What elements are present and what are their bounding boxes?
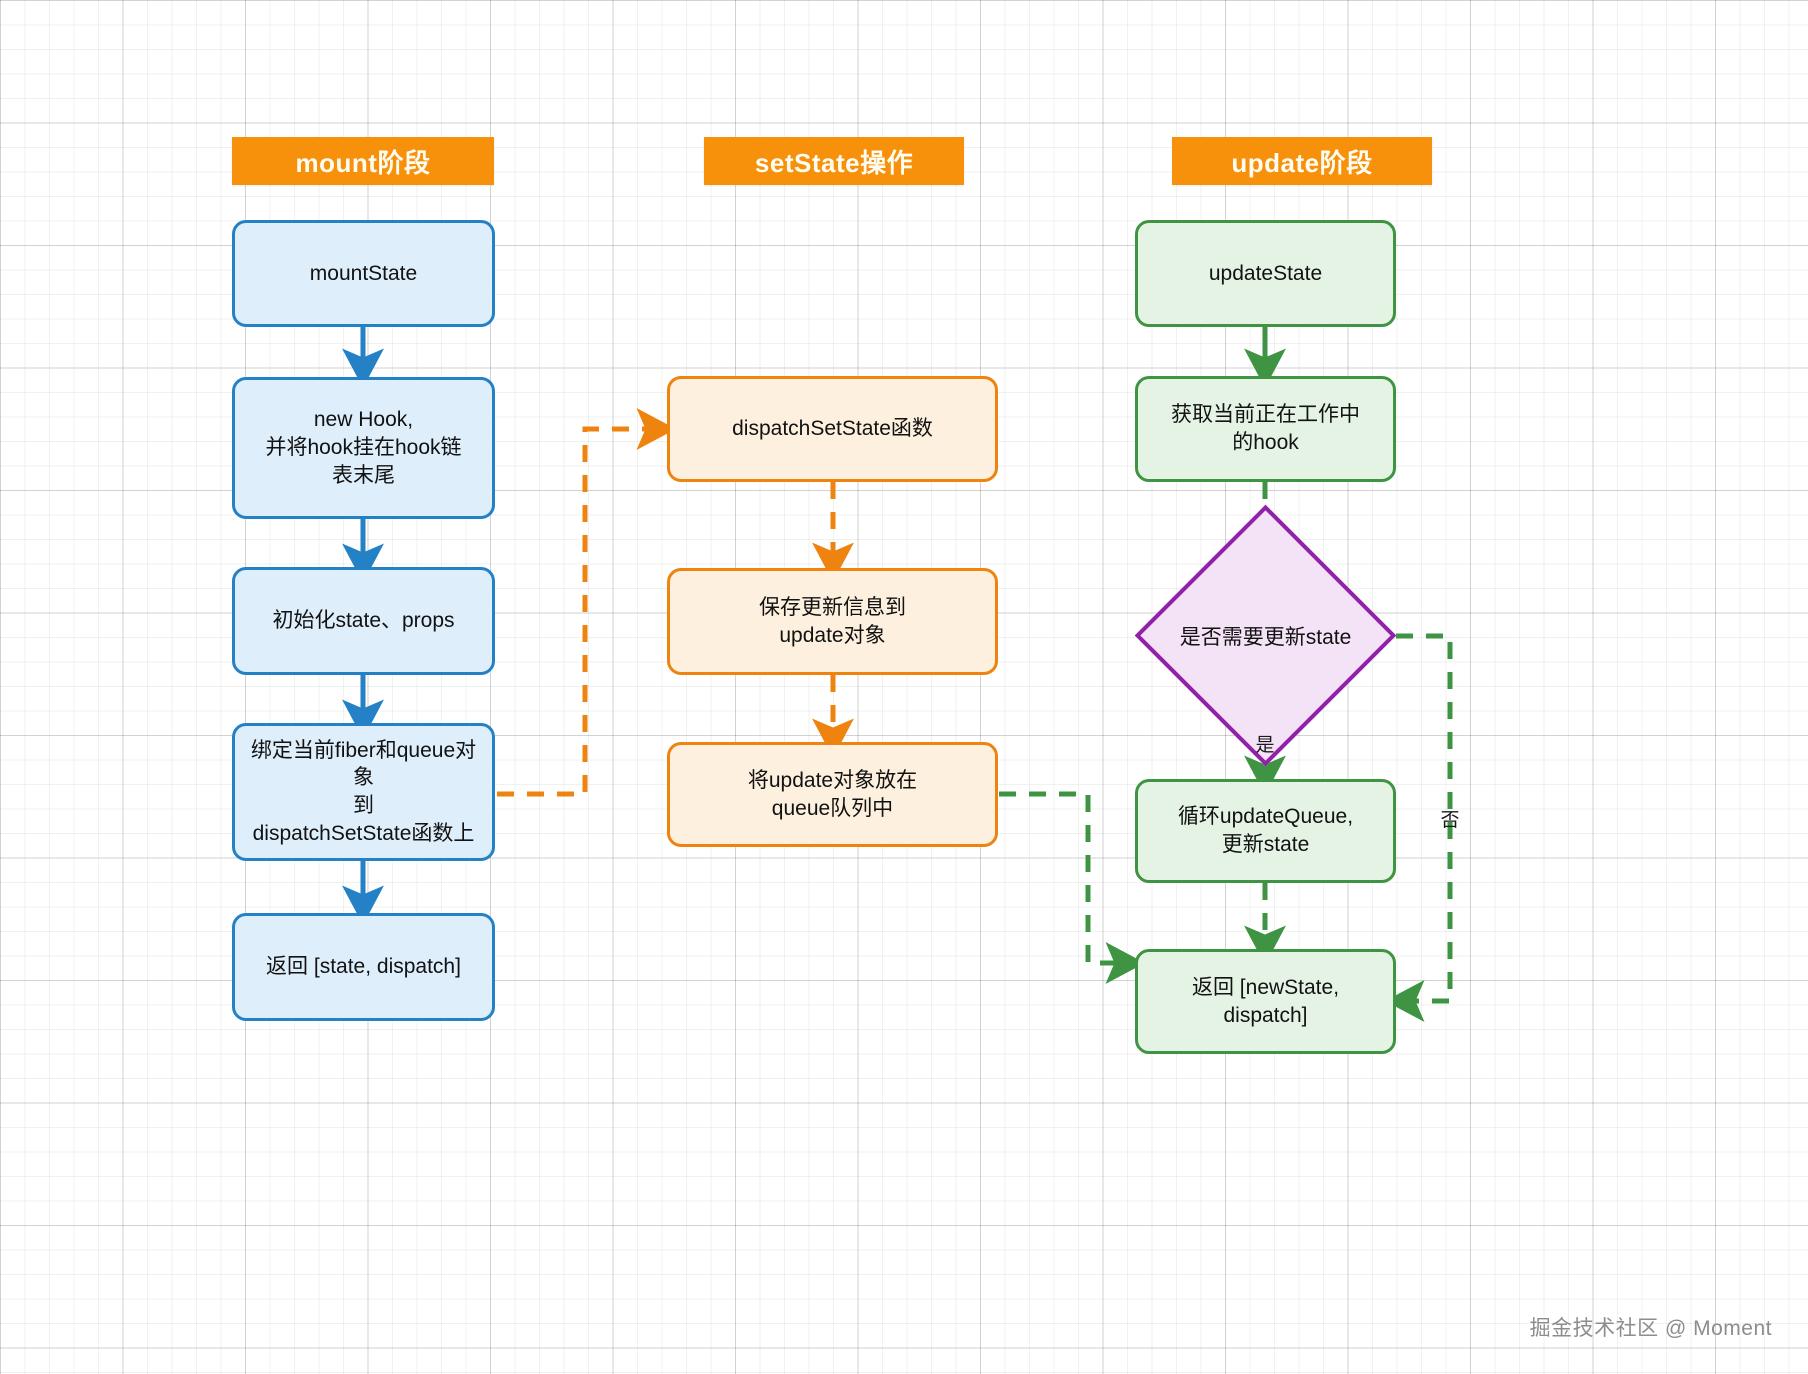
edge-bindFiber-to-dispatchSetState	[497, 408, 677, 797]
node-init-state-props[interactable]: 初始化state、props	[232, 567, 495, 675]
column-header-update: update阶段	[1172, 137, 1432, 185]
node-get-working-hook[interactable]: 获取当前正在工作中 的hook	[1135, 376, 1396, 482]
edge-enqueueUpdate-to-loopQueue	[999, 791, 1146, 984]
node-bind-fiber-queue[interactable]: 绑定当前fiber和queue对象 到 dispatchSetState函数上	[232, 723, 495, 861]
node-enqueue-update[interactable]: 将update对象放在 queue队列中	[667, 742, 998, 847]
watermark-credit: 掘金技术社区 @ Moment	[1529, 1317, 1772, 1340]
node-new-hook[interactable]: new Hook, 并将hook挂在hook链 表末尾	[232, 377, 495, 519]
node-loop-update-queue[interactable]: 循环updateQueue, 更新state	[1135, 779, 1396, 883]
node-update-state[interactable]: updateState	[1135, 220, 1396, 327]
node-return-state-dispatch[interactable]: 返回 [state, dispatch]	[232, 913, 495, 1021]
edge-label-yes: 是	[1255, 735, 1275, 756]
node-save-update-object[interactable]: 保存更新信息到 update对象	[667, 568, 998, 675]
node-decision-need-update-state[interactable]: 是否需要更新state	[1134, 504, 1397, 767]
edge-label-no: 否	[1440, 810, 1460, 831]
column-header-setstate: setState操作	[704, 137, 964, 185]
node-return-newstate-dispatch[interactable]: 返回 [newState, dispatch]	[1135, 949, 1396, 1054]
diamond-label: 是否需要更新state	[1179, 625, 1352, 649]
node-dispatch-setstate[interactable]: dispatchSetState函数	[667, 376, 998, 482]
column-header-mount: mount阶段	[232, 137, 494, 185]
node-mount-state[interactable]: mountState	[232, 220, 495, 327]
